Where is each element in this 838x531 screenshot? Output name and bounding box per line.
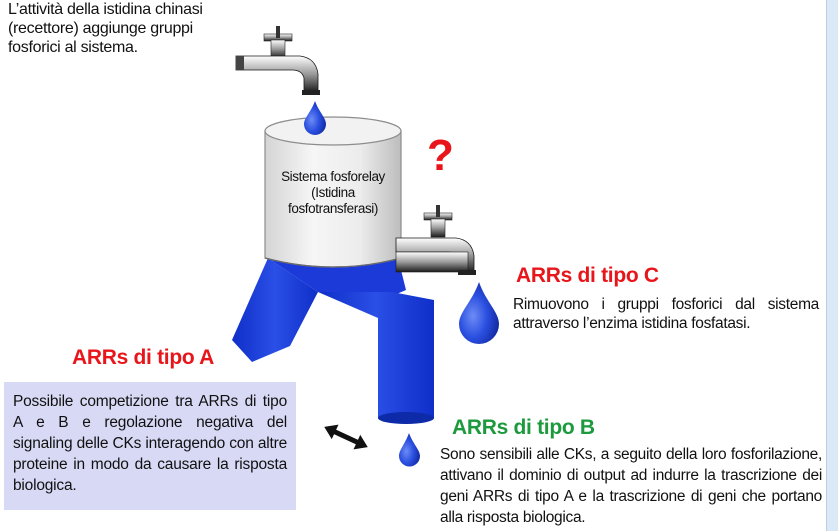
funnel-pipes bbox=[232, 258, 434, 424]
type-c-title: ARRs di tipo C bbox=[516, 264, 659, 287]
right-drop-icon bbox=[459, 282, 499, 344]
top-drop-icon bbox=[304, 101, 326, 135]
type-c-description: Rimuovono i gruppi fosforici dal sistema… bbox=[513, 296, 819, 332]
right-edge-stripe bbox=[826, 0, 838, 531]
type-a-description-box: Possibile competizione tra ARRs di tipo … bbox=[4, 382, 296, 510]
intro-text: L’attività della istidina chinasi (recet… bbox=[8, 1, 203, 56]
type-b-description: Sono sensibili alle CKs, a seguito della… bbox=[440, 446, 822, 526]
tank-cylinder bbox=[264, 116, 402, 268]
side-faucet-icon bbox=[395, 205, 476, 275]
type-a-title: ARRs di tipo A bbox=[72, 346, 215, 369]
type-b-title: ARRs di tipo B bbox=[452, 416, 595, 439]
question-mark: ? bbox=[427, 131, 454, 180]
top-faucet-icon bbox=[235, 26, 320, 95]
tank-label: Sistema fosforelay (Istidina fosfotransf… bbox=[269, 169, 397, 217]
tank-label-line2: (Istidina bbox=[311, 185, 355, 200]
bottom-drop-icon bbox=[399, 433, 420, 467]
tank-label-line1: Sistema fosforelay bbox=[281, 169, 385, 184]
tank-label-line3: fosfotransferasi) bbox=[288, 201, 378, 216]
type-a-description: Possibile competizione tra ARRs di tipo … bbox=[13, 393, 287, 494]
double-arrow-icon bbox=[324, 424, 368, 450]
